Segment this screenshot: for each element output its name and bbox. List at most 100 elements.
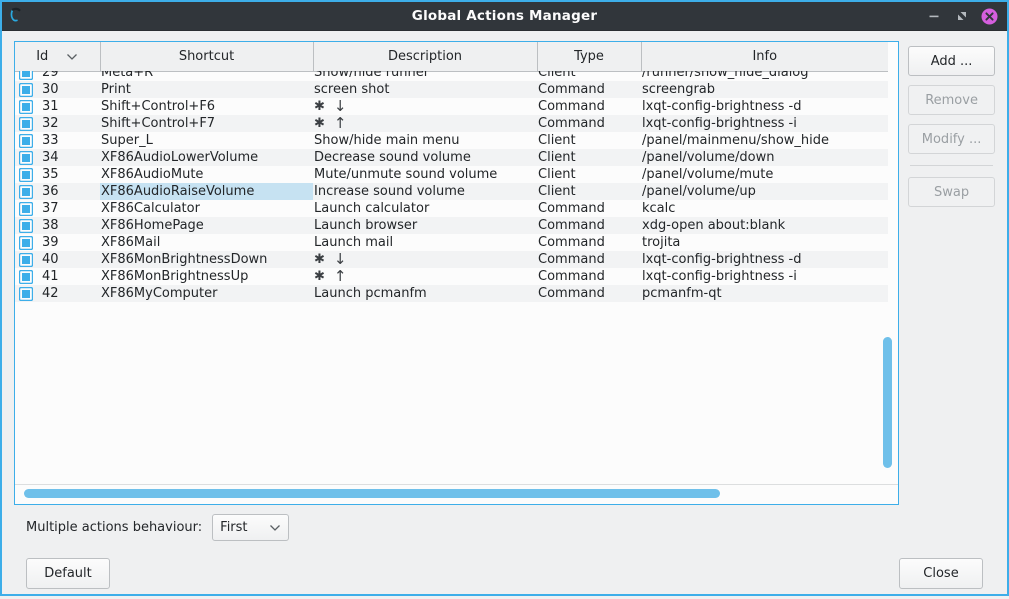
enabled-checkbox-icon[interactable] [19,201,33,216]
cell-info[interactable]: screengrab [641,81,888,98]
cell-shortcut[interactable]: XF86Mail [101,235,161,250]
cell-type[interactable]: Command [537,115,641,132]
column-header-id[interactable]: Id [15,42,101,72]
close-button[interactable]: Close [899,558,983,589]
cell-info[interactable]: lxqt-config-brightness -d [642,99,802,114]
enabled-checkbox-icon[interactable] [19,133,33,148]
cell-shortcut[interactable]: XF86HomePage [100,217,313,234]
cell-id[interactable]: 36 [15,183,100,200]
cell-shortcut[interactable]: Print [100,81,313,98]
cell-description[interactable]: ✱↑ [313,268,537,285]
cell-description[interactable]: Mute/unmute sound volume [314,167,498,182]
cell-description[interactable]: Increase sound volume [313,183,537,200]
cell-type[interactable]: Command [537,251,641,268]
cell-description[interactable]: Show/hide runner [314,71,430,80]
cell-description[interactable]: Launch calculator [314,201,430,216]
cell-shortcut[interactable]: Shift+Control+F6 [101,99,216,114]
cell-shortcut[interactable]: XF86Calculator [101,201,200,216]
maximize-icon[interactable] [953,8,970,25]
modify-button[interactable]: Modify ... [908,124,995,154]
cell-id[interactable]: 32 [15,115,100,132]
cell-shortcut[interactable]: XF86MyComputer [100,285,313,302]
cell-info[interactable]: lxqt-config-brightness -i [642,269,797,284]
enabled-checkbox-icon[interactable] [19,167,33,182]
cell-info[interactable]: lxqt-config-brightness -d [641,251,888,268]
enabled-checkbox-icon[interactable] [19,235,33,250]
close-icon[interactable] [981,8,998,25]
cell-type[interactable]: Command [538,201,605,216]
cell-id[interactable]: 29 [15,71,100,81]
cell-type[interactable]: Client [538,167,576,182]
cell-shortcut[interactable]: XF86MonBrightnessUp [101,269,249,284]
cell-type[interactable]: Client [537,149,641,166]
enabled-checkbox-icon[interactable] [19,71,33,80]
minimize-icon[interactable] [925,8,942,25]
enabled-checkbox-icon[interactable] [19,82,33,97]
cell-type[interactable]: Command [538,99,605,114]
cell-id[interactable]: 35 [15,166,100,183]
cell-description[interactable]: Launch mail [314,235,394,250]
column-header-info[interactable]: Info [641,42,888,72]
enabled-checkbox-icon[interactable] [19,286,33,301]
column-header-description[interactable]: Description [313,42,538,72]
cell-shortcut[interactable]: XF86AudioRaiseVolume [100,183,313,200]
enabled-checkbox-icon[interactable] [19,150,33,165]
cell-info[interactable]: /runner/show_hide_dialog [642,71,809,80]
column-header-type[interactable]: Type [537,42,642,72]
cell-id[interactable]: 41 [15,268,100,285]
cell-id[interactable]: 33 [15,132,100,149]
cell-type[interactable]: Client [537,183,641,200]
cell-description[interactable]: screen shot [313,81,537,98]
cell-id[interactable]: 34 [15,149,100,166]
enabled-checkbox-icon[interactable] [19,99,33,114]
cell-id[interactable]: 38 [15,217,100,234]
default-button[interactable]: Default [26,558,110,589]
cell-description[interactable]: Show/hide main menu [314,133,460,148]
cell-shortcut[interactable]: XF86AudioMute [101,167,204,182]
cell-info[interactable]: /panel/volume/down [641,149,888,166]
cell-info[interactable]: xdg-open about:blank [641,217,888,234]
enabled-checkbox-icon[interactable] [19,269,33,284]
cell-shortcut[interactable]: XF86AudioLowerVolume [100,149,313,166]
cell-id[interactable]: 30 [15,81,100,98]
cell-type[interactable]: Command [538,269,605,284]
cell-id[interactable]: 39 [15,234,100,251]
cell-type[interactable]: Client [538,71,576,80]
column-header-shortcut[interactable]: Shortcut [100,42,314,72]
cell-id[interactable]: 37 [15,200,100,217]
behaviour-select[interactable]: First [212,514,290,541]
cell-info[interactable]: /panel/volume/up [641,183,888,200]
vertical-scrollbar-thumb[interactable] [883,337,893,468]
cell-shortcut[interactable]: Super_L [101,133,153,148]
horizontal-scrollbar-thumb[interactable] [24,489,720,498]
cell-description[interactable]: Launch browser [313,217,537,234]
title-bar[interactable]: Global Actions Manager [2,2,1007,31]
enabled-checkbox-icon[interactable] [19,218,33,233]
cell-description[interactable]: ✱↓ [313,251,537,268]
add-button[interactable]: Add ... [908,46,995,76]
vertical-scrollbar[interactable] [879,43,896,503]
remove-button[interactable]: Remove [908,85,995,115]
actions-table[interactable]: Id Shortcut Description [14,41,900,505]
cell-info[interactable]: /panel/volume/mute [642,167,774,182]
cell-shortcut[interactable]: Shift+Control+F7 [100,115,313,132]
cell-info[interactable]: pcmanfm-qt [641,285,888,302]
cell-type[interactable]: Client [538,133,576,148]
cell-type[interactable]: Command [537,81,641,98]
cell-id[interactable]: 42 [15,285,100,302]
cell-description[interactable]: Decrease sound volume [313,149,537,166]
enabled-checkbox-icon[interactable] [19,252,33,267]
cell-type[interactable]: Command [537,217,641,234]
cell-info[interactable]: kcalc [642,201,676,216]
cell-shortcut[interactable]: Meta+R [101,71,154,80]
